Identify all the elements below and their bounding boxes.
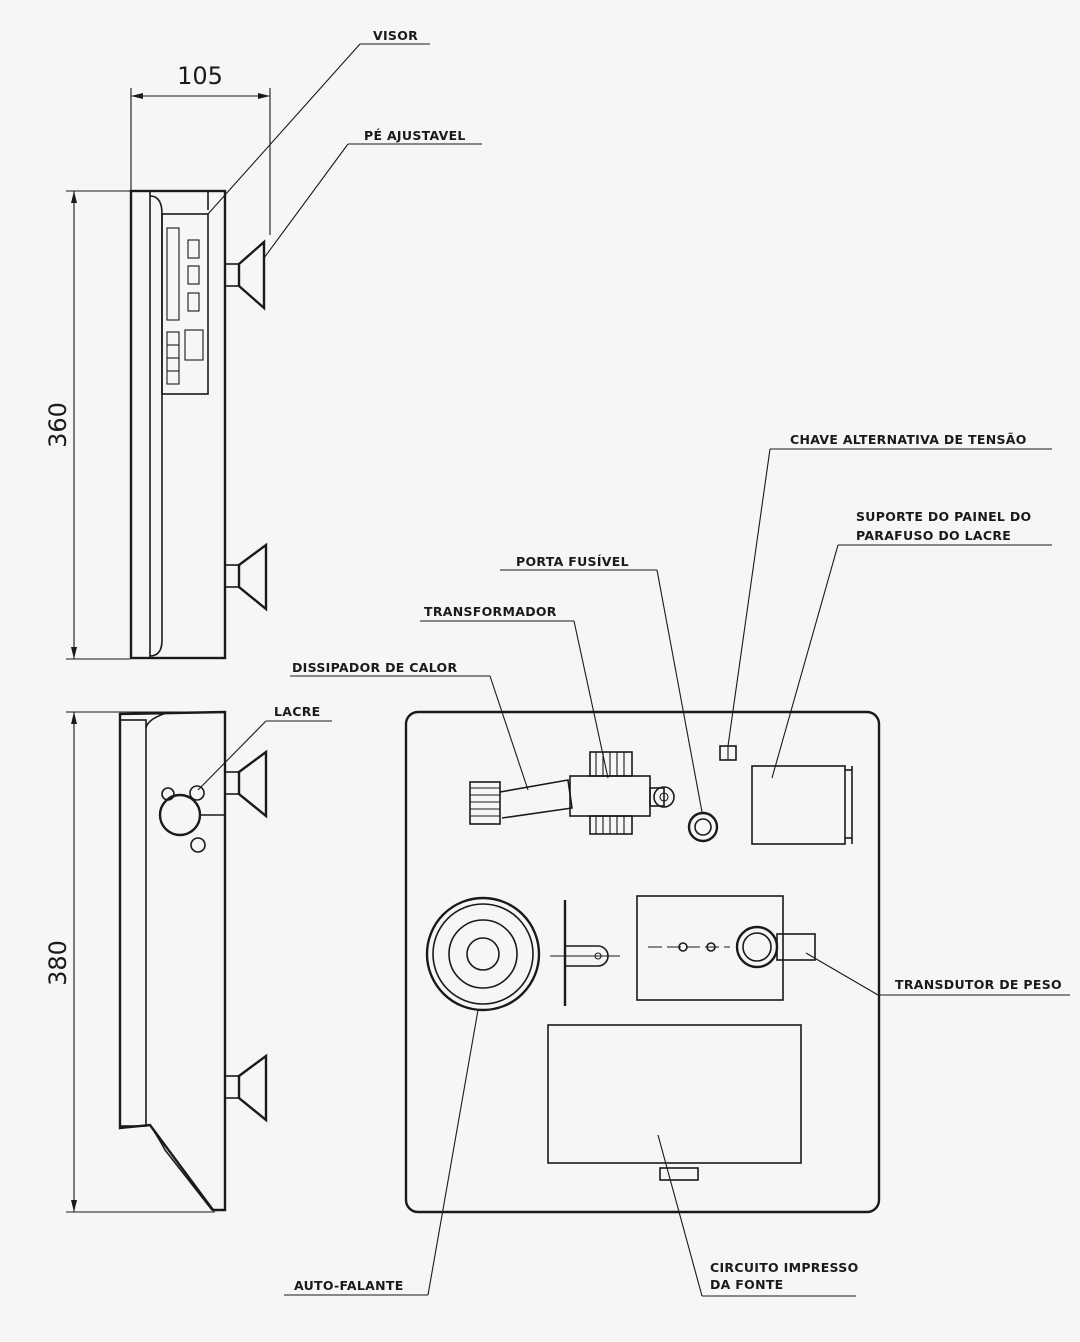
label-auto-falante: AUTO-FALANTE — [294, 1278, 404, 1293]
label-chave-tensao: CHAVE ALTERNATIVA DE TENSÃO — [790, 432, 1027, 447]
seal-lacre — [158, 785, 225, 853]
power-supply-board — [547, 1024, 802, 1181]
heat-sink — [469, 779, 573, 825]
fuse-holder — [687, 811, 719, 843]
adjustable-foot — [224, 749, 268, 819]
panel-support — [751, 765, 853, 845]
label-transdutor: TRANSDUTOR DE PESO — [895, 977, 1062, 992]
label-dissipador: DISSIPADOR DE CALOR — [292, 660, 457, 675]
label-transformador: TRANSFORMADOR — [424, 604, 557, 619]
speaker — [425, 896, 541, 1012]
label-circuito-2: DA FONTE — [710, 1277, 784, 1292]
dimension-depth: 105 — [177, 62, 223, 90]
top-view-panel — [404, 710, 881, 1214]
adjustable-foot — [224, 542, 268, 612]
dimension-height-top: 360 — [44, 402, 72, 448]
label-pe-ajustavel: PÉ AJUSTAVEL — [364, 128, 466, 143]
adjustable-foot — [224, 1053, 268, 1123]
side-view-top: 105 360 — [44, 62, 271, 660]
side-view-bottom: 380 — [44, 710, 268, 1213]
adjustable-foot — [224, 239, 266, 311]
weight-transducer — [636, 895, 816, 1001]
label-porta-fusivel: PORTA FUSÍVEL — [516, 554, 629, 569]
transformer — [569, 751, 675, 835]
label-suporte-1: SUPORTE DO PAINEL DO — [856, 509, 1031, 524]
label-visor: VISOR — [373, 28, 418, 43]
label-suporte-2: PARAFUSO DO LACRE — [856, 528, 1011, 543]
label-lacre: LACRE — [274, 704, 320, 719]
bracket — [550, 900, 620, 1006]
display-panel — [161, 213, 209, 395]
dimension-height-bottom: 380 — [44, 940, 72, 986]
label-circuito-1: CIRCUITO IMPRESSO — [710, 1260, 859, 1275]
callouts: VISOR PÉ AJUSTAVEL LACRE CHAVE ALTERNATI… — [197, 28, 1070, 1297]
